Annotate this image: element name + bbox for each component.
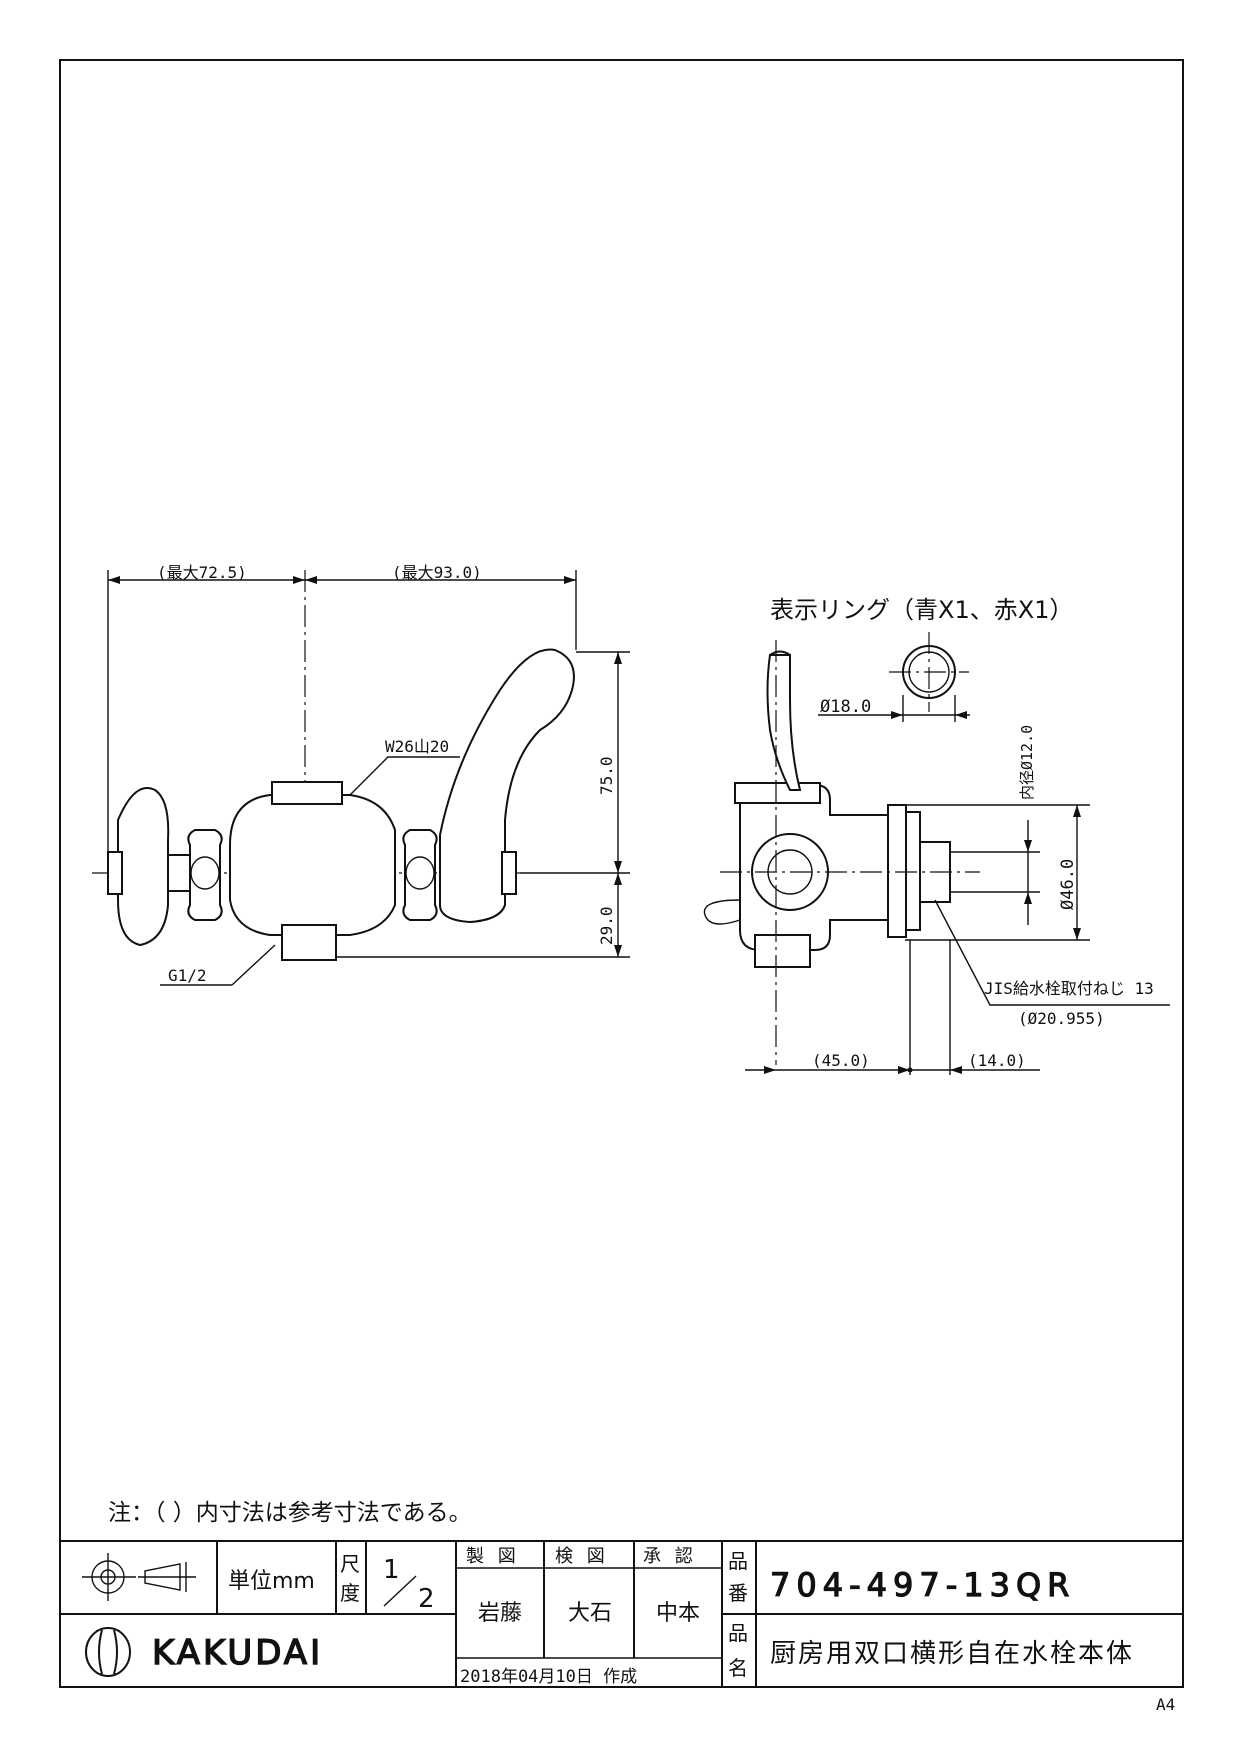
front-view — [92, 570, 630, 986]
jis-label: JIS給水栓取付ねじ 13 — [984, 979, 1154, 998]
scale-label-2: 度 — [340, 1581, 360, 1605]
part-no-label-2: 番 — [728, 1581, 748, 1605]
created-date: 2018年04月10日 作成 — [460, 1667, 637, 1687]
approved-by: 中本 — [656, 1601, 700, 1626]
scale-denominator: 2 — [418, 1584, 435, 1614]
dim-max-right: (最大93.0) — [392, 563, 482, 582]
scale-label-1: 尺 — [340, 1552, 360, 1576]
dim-height-29: 29.0 — [597, 906, 616, 945]
drawn-by: 岩藤 — [478, 1601, 522, 1626]
brand-name: KAKUDAI — [152, 1633, 323, 1673]
ring-note: 表示リング（青X1、赤X1） — [770, 596, 1073, 624]
dim-dia-46: Ø46.0 — [1058, 859, 1078, 910]
reference-note: 注：（ ）内寸法は参考寸法である。 — [108, 1500, 472, 1526]
approved-label: 承 認 — [643, 1546, 697, 1567]
kakudai-logo-icon — [85, 1627, 131, 1677]
dim-14: (14.0) — [968, 1051, 1026, 1070]
side-view — [703, 632, 1170, 1075]
paper-size: A4 — [1156, 1695, 1175, 1714]
part-number: 704-497-13QR — [770, 1566, 1075, 1604]
dim-height-75: 75.0 — [597, 756, 616, 795]
part-name: 厨房用双口横形自在水栓本体 — [770, 1639, 1134, 1669]
drawn-label: 製 図 — [466, 1546, 520, 1567]
scale-numerator: 1 — [383, 1555, 400, 1585]
unit-label: 単位mm — [228, 1569, 315, 1594]
checked-by: 大石 — [568, 1601, 612, 1626]
dim-dia-18: Ø18.0 — [820, 697, 871, 717]
dim-45: (45.0) — [812, 1051, 870, 1070]
title-block — [59, 1540, 1184, 1688]
jis-dia: (Ø20.955) — [1018, 1009, 1105, 1028]
part-no-label-1: 品 — [728, 1549, 748, 1573]
dim-inner-dia-12: 内径Ø12.0 — [1018, 725, 1036, 800]
dim-max-left: (最大72.5) — [157, 563, 247, 582]
part-name-label-1: 品 — [728, 1621, 748, 1645]
thread-top-label: W26山20 — [385, 737, 449, 756]
checked-label: 検 図 — [555, 1546, 609, 1567]
thread-bottom-label: G1/2 — [168, 966, 207, 985]
part-name-label-2: 名 — [728, 1656, 748, 1680]
